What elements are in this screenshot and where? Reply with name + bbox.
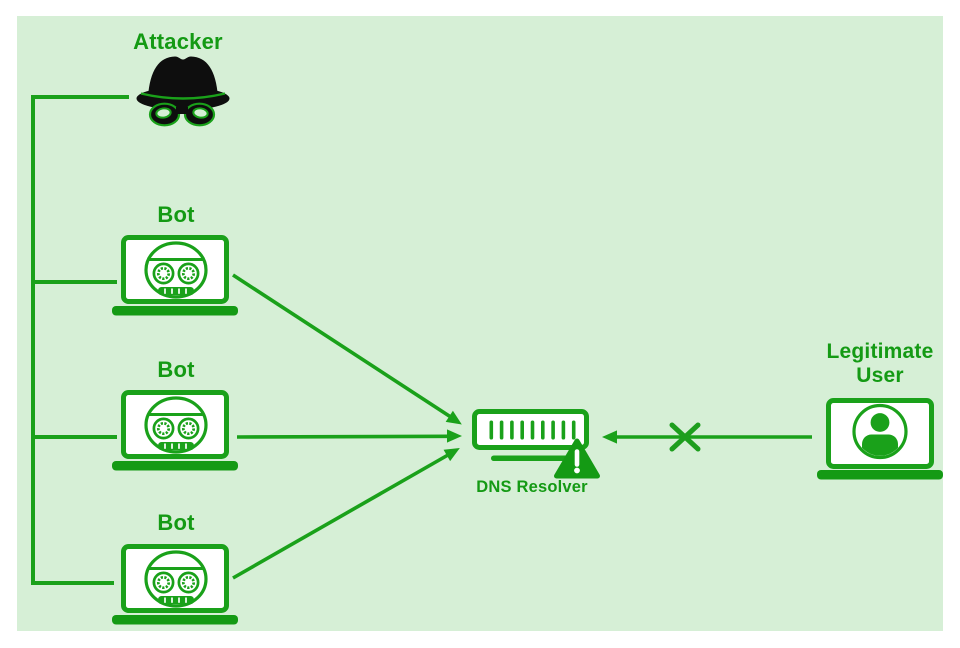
bot3-label: Bot	[157, 510, 195, 535]
dns-resolver-label: DNS Resolver	[476, 478, 588, 496]
attacker-label: Attacker	[133, 29, 223, 54]
bot2-label: Bot	[157, 357, 195, 382]
legitimate-user-label: Legitimate User	[826, 340, 934, 387]
diagram-panel	[17, 16, 943, 631]
bot1-label: Bot	[157, 202, 195, 227]
